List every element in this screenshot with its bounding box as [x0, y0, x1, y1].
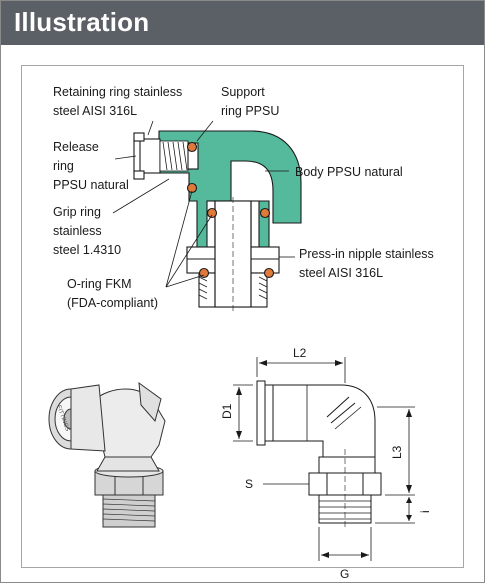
label-retaining-ring-2: steel AISI 316L — [53, 104, 137, 118]
dim-s: S — [245, 477, 253, 491]
dim-l2: L2 — [293, 346, 307, 360]
sectional-labels: Retaining ring stainless steel AISI 316L… — [53, 85, 434, 310]
oring-nipple-upper-left — [206, 207, 218, 219]
label-body: Body PPSU natural — [295, 165, 403, 179]
oring-nipple-lower-right — [263, 267, 275, 279]
label-grip-ring-2: stainless — [53, 224, 102, 238]
label-release-ring-3: PPSU natural — [53, 178, 129, 192]
label-release-ring-1: Release — [53, 140, 99, 154]
dim-l3: L3 — [390, 445, 404, 459]
sectional-view — [133, 130, 302, 313]
label-grip-ring-1: Grip ring — [53, 205, 101, 219]
dimension-labels: L2 D1 L3 S i G — [220, 346, 432, 581]
label-retaining-ring-1: Retaining ring stainless — [53, 85, 182, 99]
oring-nipple-lower-left — [198, 267, 210, 279]
product-photo: FITTINGS — [48, 381, 166, 528]
panel-title: Illustration — [14, 7, 150, 37]
grip-ring — [159, 140, 189, 172]
dimension-drawing — [256, 380, 382, 529]
leader-lines — [112, 120, 295, 288]
support-oring-top — [186, 141, 198, 153]
label-oring-2: (FDA-compliant) — [67, 296, 158, 310]
oring-nipple-upper-right — [259, 207, 271, 219]
dim-i: i — [418, 510, 432, 513]
label-support-ring-1: Support — [221, 85, 265, 99]
label-release-ring-2: ring — [53, 159, 74, 173]
label-nipple-1: Press-in nipple stainless — [299, 247, 434, 261]
release-ring — [133, 138, 161, 174]
label-grip-ring-3: steel 1.4310 — [53, 243, 121, 257]
dim-d1: D1 — [220, 403, 234, 419]
label-support-ring-2: ring PPSU — [221, 104, 279, 118]
label-oring-1: O-ring FKM — [67, 277, 132, 291]
label-nipple-2: steel AISI 316L — [299, 266, 383, 280]
dimension-lines — [233, 357, 415, 561]
dim-g: G — [340, 567, 349, 581]
panel-header: Illustration — [1, 1, 484, 45]
